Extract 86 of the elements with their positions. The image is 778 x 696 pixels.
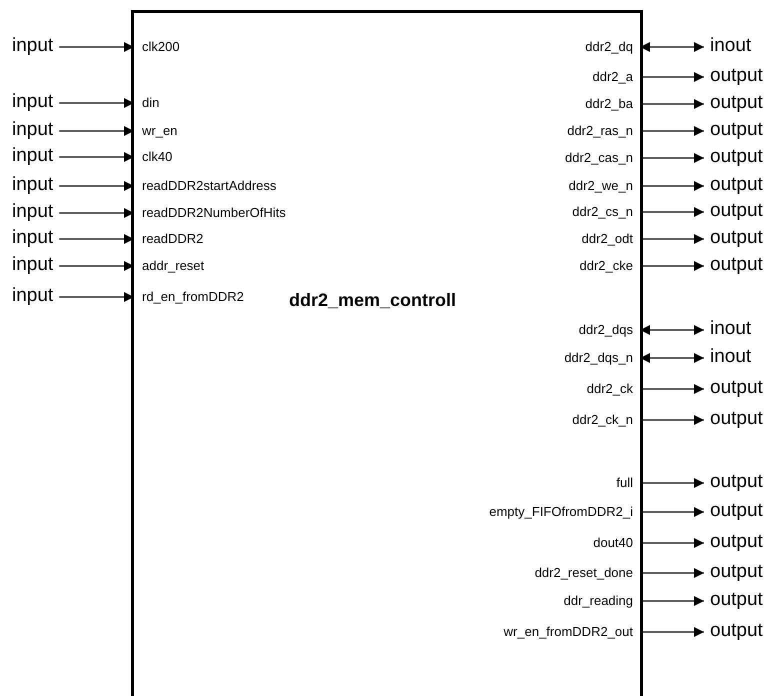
signal-arrow (640, 325, 704, 335)
port-direction: inout (710, 317, 752, 341)
signal-arrow (59, 126, 134, 136)
port-name: ddr2_ck_n (572, 409, 640, 431)
port-direction: output (710, 560, 763, 584)
module-name: ddr2_mem_controll (289, 290, 456, 311)
port-direction: input (12, 253, 54, 277)
port-direction: input (12, 284, 54, 308)
signal-arrow (640, 126, 704, 136)
port-name: readDDR2startAddress (134, 175, 276, 197)
signal-arrow (640, 207, 704, 217)
port-direction: output (710, 470, 763, 494)
port-name: ddr2_we_n (568, 175, 640, 197)
port-direction: output (710, 91, 763, 115)
port-direction: output (710, 118, 763, 142)
signal-arrow (640, 234, 704, 244)
signal-arrow (640, 153, 704, 163)
port-name: ddr2_dqs_n (564, 347, 640, 369)
port-name: ddr2_cas_n (565, 147, 640, 169)
port-name: ddr2_cke (580, 255, 640, 277)
port-direction: output (710, 64, 763, 88)
signal-arrow (640, 42, 704, 52)
port-name: empty_FIFOfromDDR2_i (489, 501, 640, 523)
port-name: ddr2_ras_n (567, 120, 640, 142)
port-name: ddr2_ba (585, 93, 640, 115)
signal-arrow (640, 507, 704, 517)
signal-arrow (640, 596, 704, 606)
port-direction: input (12, 34, 54, 58)
port-direction: output (710, 619, 763, 643)
signal-arrow (640, 627, 704, 637)
signal-arrow (59, 42, 134, 52)
port-name: ddr2_a (592, 66, 640, 88)
signal-arrow (59, 234, 134, 244)
port-direction: input (12, 118, 54, 142)
port-direction: output (710, 226, 763, 250)
port-name: wr_en_fromDDR2_out (504, 621, 640, 643)
signal-arrow (640, 384, 704, 394)
port-direction: input (12, 90, 54, 114)
port-name: full (616, 472, 640, 494)
port-name: dout40 (593, 532, 640, 554)
port-name: ddr_reading (564, 590, 640, 612)
port-name: ddr2_reset_done (534, 562, 640, 584)
signal-arrow (59, 98, 134, 108)
port-name: readDDR2 (134, 228, 204, 250)
port-name: ddr2_odt (582, 228, 640, 250)
signal-arrow (640, 538, 704, 548)
port-direction: input (12, 226, 54, 250)
port-direction: input (12, 173, 54, 197)
port-direction: input (12, 144, 54, 168)
signal-arrow (640, 72, 704, 82)
port-direction: output (710, 499, 763, 523)
module-block (131, 10, 643, 696)
signal-arrow (640, 261, 704, 271)
signal-arrow (640, 353, 704, 363)
port-direction: output (710, 173, 763, 197)
signal-arrow (640, 99, 704, 109)
signal-arrow (59, 152, 134, 162)
port-name: ddr2_cs_n (572, 201, 640, 223)
signal-arrow (59, 181, 134, 191)
port-direction: output (710, 253, 763, 277)
port-name: ddr2_ck (586, 378, 640, 400)
signal-arrow (59, 292, 134, 302)
port-name: readDDR2NumberOfHits (134, 202, 286, 224)
port-name: clk200 (134, 36, 180, 58)
port-direction: output (710, 407, 763, 431)
port-direction: output (710, 376, 763, 400)
signal-arrow (640, 568, 704, 578)
port-direction: output (710, 530, 763, 554)
signal-arrow (59, 261, 134, 271)
port-name: rd_en_fromDDR2 (134, 286, 244, 308)
signal-arrow (640, 181, 704, 191)
port-direction: input (12, 200, 54, 224)
port-name: clk40 (134, 146, 172, 168)
port-name: addr_reset (134, 255, 204, 277)
signal-arrow (640, 478, 704, 488)
signal-arrow (640, 415, 704, 425)
port-name: ddr2_dq (585, 36, 640, 58)
port-direction: inout (710, 34, 752, 58)
port-name: wr_en (134, 120, 178, 142)
port-name: ddr2_dqs (578, 319, 640, 341)
port-direction: output (710, 199, 763, 223)
signal-arrow (59, 208, 134, 218)
port-direction: output (710, 588, 763, 612)
port-name: din (134, 92, 160, 114)
port-direction: inout (710, 345, 752, 369)
port-direction: output (710, 145, 763, 169)
